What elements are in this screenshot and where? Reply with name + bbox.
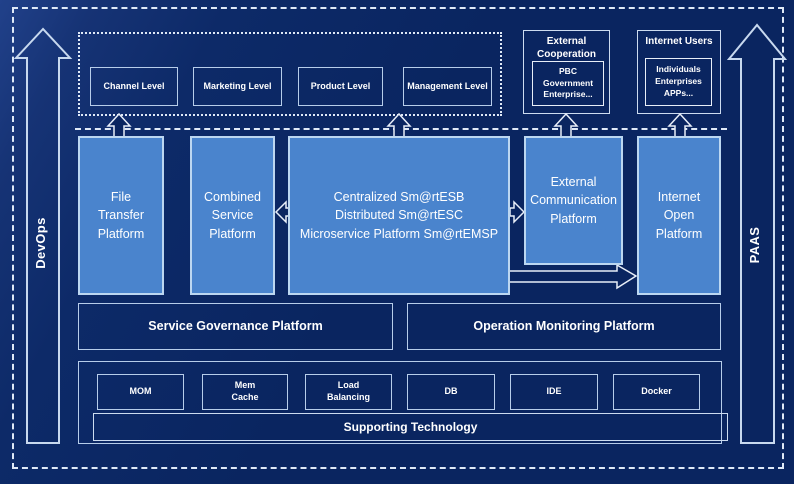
- platform-label-line: Transfer: [97, 208, 145, 223]
- tech-box-load-balancing: Load Balancing: [305, 374, 392, 410]
- platform-label-line: Open: [663, 208, 695, 223]
- operation-monitoring-platform: Operation Monitoring Platform: [407, 303, 721, 350]
- platform-label-line: Platform: [97, 226, 145, 241]
- platform-label-line: File: [110, 190, 132, 205]
- platform-label-line: Service: [211, 208, 254, 223]
- tech-box-mom: MOM: [97, 374, 184, 410]
- level-box-channel: Channel Level: [90, 67, 178, 106]
- platform-label-line: Platform: [655, 226, 703, 241]
- dashed-separator-line: [75, 128, 727, 130]
- devops-rail-label: DevOps: [33, 183, 53, 303]
- levels-dashed-container: [78, 32, 502, 116]
- level-box-management: Management Level: [403, 67, 492, 106]
- level-box-product: Product Level: [298, 67, 383, 106]
- esb-platform: Centralized Sm@rtESB Distributed Sm@rtES…: [288, 136, 510, 295]
- level-label: Management Level: [407, 80, 488, 91]
- service-governance-platform: Service Governance Platform: [78, 303, 393, 350]
- level-label: Marketing Level: [203, 80, 272, 91]
- platform-label-line: External: [550, 175, 597, 190]
- tech-box-ide: IDE: [510, 374, 598, 410]
- tech-label: Balancing: [326, 392, 370, 402]
- paas-text: PAAS: [747, 226, 762, 264]
- external-cooperation-title: External Cooperation: [537, 36, 596, 60]
- external-communication-platform: External Communication Platform: [524, 136, 623, 265]
- internet-open-platform: Internet Open Platform: [637, 136, 721, 295]
- file-transfer-platform: File Transfer Platform: [78, 136, 164, 295]
- platform-label-line: Platform: [209, 226, 256, 241]
- platform-label-line: Combined: [204, 190, 261, 205]
- governance-label: Service Governance Platform: [148, 318, 323, 333]
- tech-label: DB: [444, 386, 458, 397]
- combined-service-platform: Combined Service Platform: [190, 136, 275, 295]
- platform-label-line: Platform: [550, 211, 597, 226]
- governance-label: Operation Monitoring Platform: [473, 318, 655, 333]
- level-box-marketing: Marketing Level: [193, 67, 282, 106]
- level-label: Channel Level: [103, 80, 165, 91]
- tech-box-docker: Docker: [613, 374, 700, 410]
- tech-label: Cache: [231, 392, 259, 402]
- tech-box-mem-cache: Mem Cache: [202, 374, 288, 410]
- level-label: Product Level: [310, 80, 371, 91]
- tech-label: Docker: [641, 386, 672, 397]
- platform-label-line: Microservice Platform Sm@rtEMSP: [299, 226, 499, 241]
- devops-text: DevOps: [33, 217, 48, 269]
- paas-rail-label: PAAS: [747, 185, 767, 305]
- tech-label: Load: [337, 380, 360, 391]
- tech-label: Mem: [234, 380, 256, 391]
- supporting-technology-container: [78, 361, 722, 444]
- internet-users-members: Individuals Enterprises APPs...: [645, 58, 712, 106]
- member-line: Enterprise...: [543, 89, 593, 100]
- tech-label: IDE: [546, 386, 562, 397]
- tech-box-db: DB: [407, 374, 495, 410]
- platform-label-line: Internet: [657, 190, 701, 205]
- member-line: Enterprises: [655, 76, 702, 87]
- platform-label-line: Distributed Sm@rtESC: [335, 208, 463, 223]
- member-line: PBC Government: [542, 65, 594, 88]
- external-cooperation-box: External Cooperation PBC Government Ente…: [523, 30, 610, 114]
- internet-users-box: Internet Users Individuals Enterprises A…: [637, 30, 721, 114]
- internet-users-title: Internet Users: [645, 36, 713, 47]
- supporting-technology-label: Supporting Technology: [343, 419, 478, 434]
- member-line: APPs...: [663, 87, 694, 98]
- external-cooperation-members: PBC Government Enterprise...: [532, 61, 604, 106]
- tech-label: MOM: [129, 386, 152, 397]
- platform-label-line: Centralized Sm@rtESB: [333, 190, 465, 205]
- member-line: Individuals: [656, 64, 701, 75]
- platform-label-line: Communication: [530, 193, 617, 208]
- supporting-technology-bar: Supporting Technology: [93, 413, 728, 441]
